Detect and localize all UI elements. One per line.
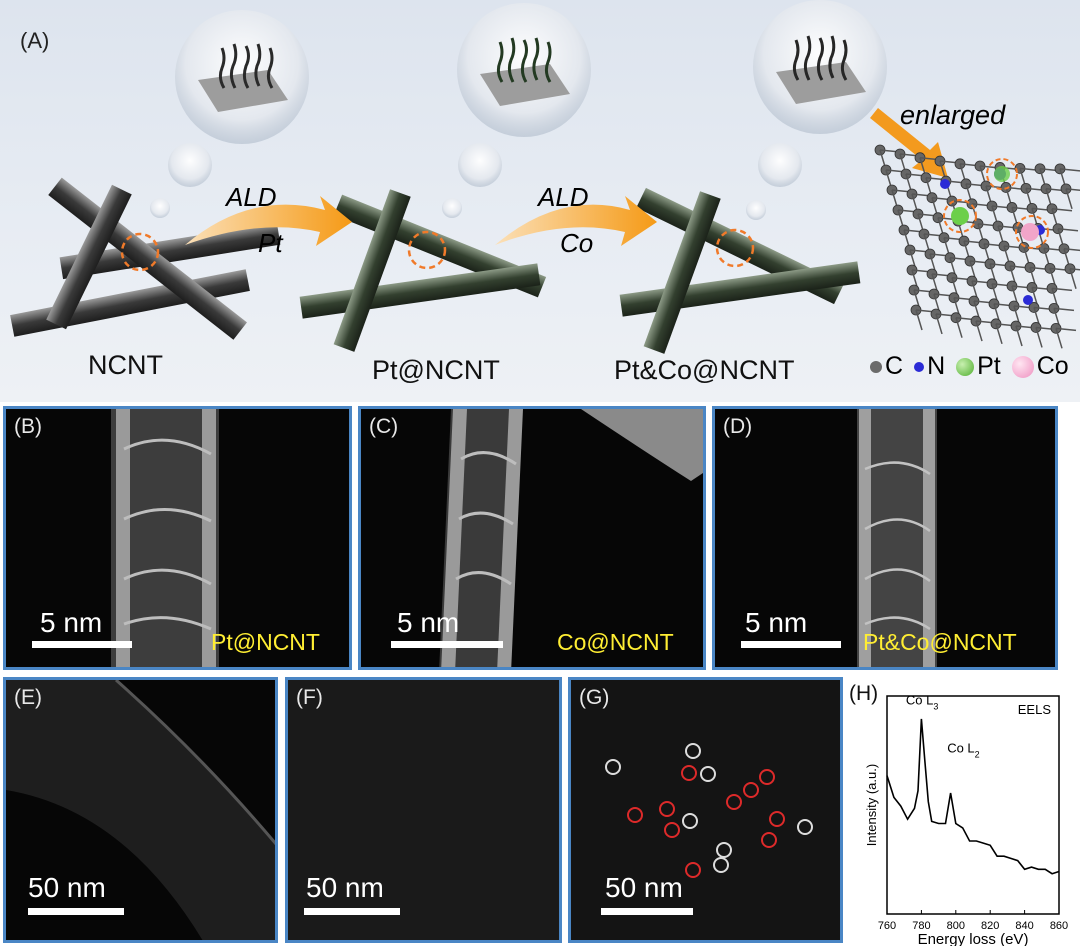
step-label-ncnt: NCNT (88, 350, 163, 380)
eels-plot: Intensity (a.u.) 760 780 800 820 840 860Energ… (864, 693, 1068, 948)
scheme-drawing (10, 0, 1080, 354)
step-label-pt-ncnt: Pt@NCNT (372, 355, 500, 385)
nitrogen-dot-icon (914, 361, 925, 372)
pt-ncnt-tubes (299, 189, 547, 352)
scale-bar (304, 908, 400, 915)
scale-text: 5 nm (745, 607, 808, 638)
scale-bar (32, 641, 132, 648)
bubble-3 (753, 0, 887, 134)
panel-a-scheme: (A) (0, 0, 1080, 402)
sample-label: Pt@NCNT (211, 629, 320, 655)
legend-co: Co (1036, 352, 1069, 380)
scale-bar (391, 641, 503, 648)
ptco-ncnt-tubes (619, 187, 861, 354)
panel-f-letter: (F) (296, 686, 323, 709)
tem-panel-f: (F) 50 nm (285, 677, 562, 943)
plot-frame (886, 695, 1060, 915)
sample-label: Pt&Co@NCNT (863, 629, 1017, 655)
legend-pt: Pt (977, 352, 1001, 380)
enlarged-label: enlarged (900, 100, 1006, 130)
peak-label-co-l3: Co L3 (906, 693, 938, 712)
legend-c: C (885, 352, 904, 380)
panel-d-letter: (D) (723, 415, 753, 438)
arrow1-line1: ALD (226, 182, 277, 212)
bubble-1 (175, 10, 309, 144)
panel-b-letter: (B) (14, 415, 42, 438)
eels-spectrum-line (886, 718, 1060, 875)
legend-n: N (927, 352, 946, 380)
sample-label: Co@NCNT (557, 629, 674, 655)
ncnt-tubes (10, 177, 281, 340)
ald-pt-arrow (185, 196, 352, 246)
arrow1-line2: Pt (258, 228, 283, 258)
bubble-2 (457, 3, 591, 137)
cobalt-dot-icon (1011, 355, 1034, 378)
panel-e-letter: (E) (14, 686, 42, 709)
tem-panel-g: (G) 50 nm (568, 677, 843, 943)
panel-c-letter: (C) (369, 415, 399, 438)
scale-text: 5 nm (40, 607, 103, 638)
tem-panel-c: (C) 5 nm Co@NCNT (358, 406, 706, 670)
peak-label-co-l2: Co L2 (947, 741, 979, 760)
tem-panel-e: (E) 50 nm (3, 677, 278, 943)
carbon-dot-icon (870, 360, 882, 373)
arrow2-line2: Co (560, 228, 594, 258)
x-tick-label: 840 (1015, 920, 1033, 932)
step-label-ptco-ncnt: Pt&Co@NCNT (614, 355, 795, 385)
panel-g-letter: (G) (579, 686, 610, 709)
atom-legend: C N Pt Co (866, 352, 1069, 381)
x-tick-label: 760 (878, 920, 896, 932)
scale-bar (601, 908, 693, 915)
arrow2-line1: ALD (538, 182, 589, 212)
panel-a-letter: (A) (20, 28, 50, 53)
scale-bar (28, 908, 124, 915)
tem-panel-d: (D) 5 nm Pt&Co@NCNT (712, 406, 1058, 670)
x-tick-label: 780 (912, 920, 930, 932)
y-axis-title: Intensity (a.u.) (864, 764, 879, 846)
tem-panel-b: (B) 5 nm Pt@NCNT (3, 406, 352, 670)
scale-bar (741, 641, 841, 648)
x-tick-label: 820 (981, 920, 999, 932)
x-tick-label: 860 (1050, 920, 1068, 932)
panel-h-letter: (H) (849, 682, 879, 705)
platinum-dot-icon (956, 357, 975, 376)
scale-text: 50 nm (605, 872, 683, 903)
eels-tag: EELS (1018, 702, 1052, 717)
ald-co-arrow (495, 196, 657, 246)
graphene-sheet (874, 144, 1080, 349)
scale-text: 50 nm (306, 872, 384, 903)
enlarged-arrow (870, 108, 948, 178)
scale-text: 50 nm (28, 872, 106, 903)
scale-text: 5 nm (397, 607, 460, 638)
x-tick-label: 800 (947, 920, 965, 932)
x-axis-title: Energy loss (eV) (918, 931, 1029, 946)
